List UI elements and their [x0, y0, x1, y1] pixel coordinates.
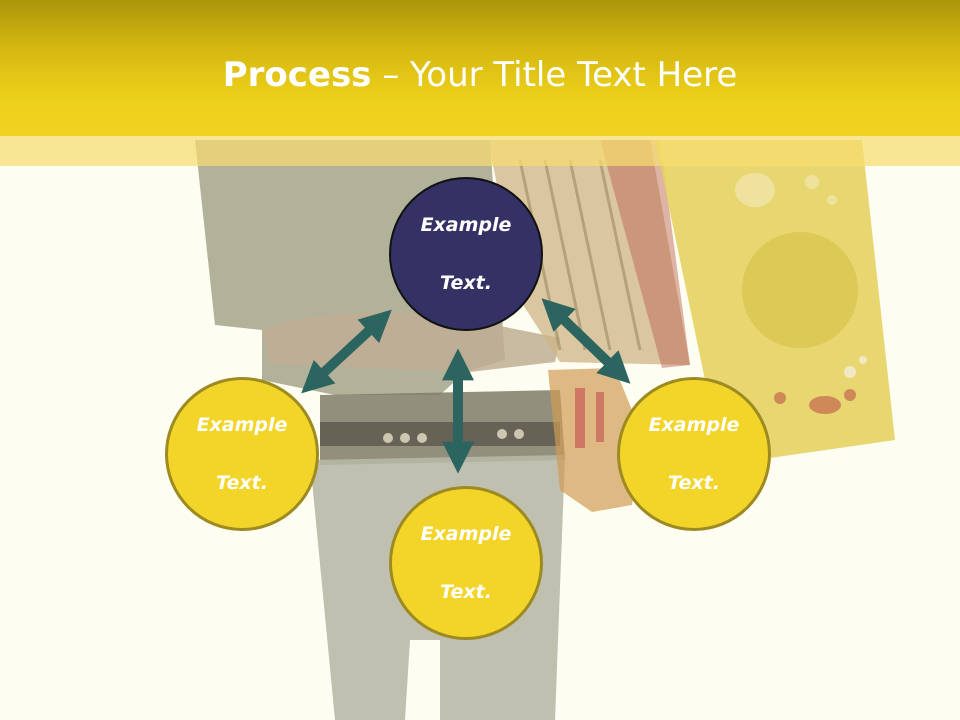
header-translucent-band [0, 136, 960, 166]
double-arrow-top-left [301, 309, 392, 394]
title-bold-part: Process [222, 55, 372, 95]
double-arrow-top-right [541, 298, 631, 384]
node-left-line2: Text. [216, 471, 268, 494]
node-right-line2: Text. [668, 471, 720, 494]
node-bottom-line1: Example [420, 522, 512, 545]
title-header-bar [0, 0, 960, 136]
node-top-line1: Example [420, 213, 512, 236]
node-top-line2: Text. [440, 271, 492, 294]
node-right-line1: Example [648, 413, 740, 436]
slide-title: Process – Your Title Text Here [0, 52, 960, 98]
title-rest-part: – Your Title Text Here [371, 55, 738, 95]
node-left-line1: Example [196, 413, 288, 436]
node-bottom-line2: Text. [440, 580, 492, 603]
